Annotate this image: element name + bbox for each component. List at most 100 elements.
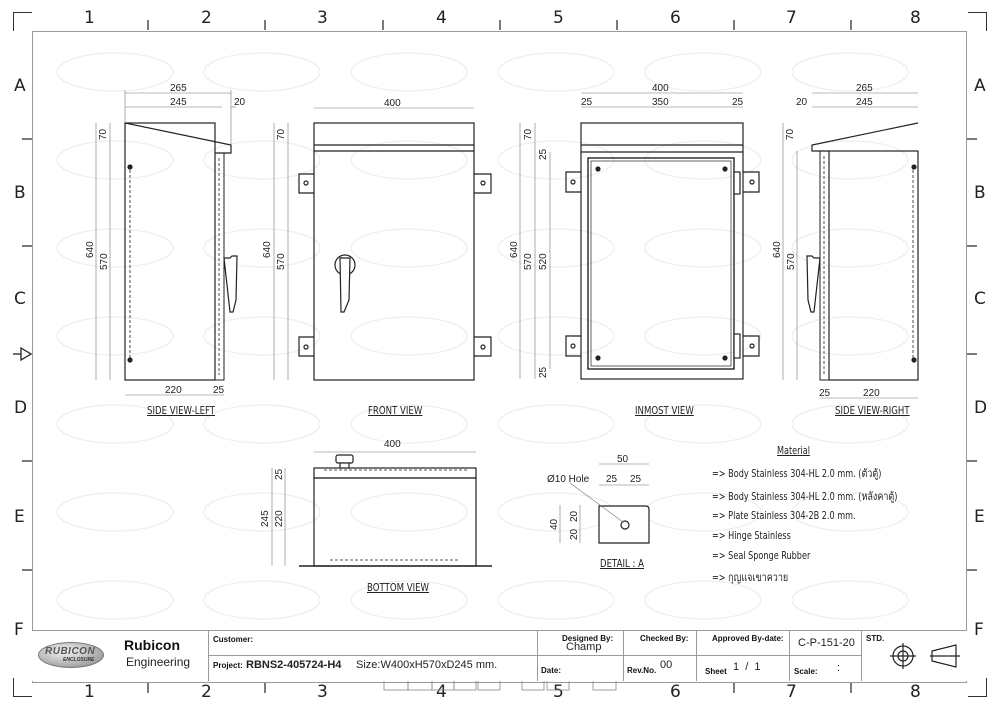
zone-col-3-bottom: 3 [317,682,328,702]
sheet-value: 1 / 1 [733,661,761,673]
project-cell: Customer: Project: RBNS2-405724-H4 Size:… [208,631,538,681]
customer-label: Customer: [213,635,254,644]
dimension-lines [95,90,918,566]
svg-text:570: 570 [523,253,534,270]
logo-brand-text: RUBICON [45,646,96,657]
project-size: Size:W400xH570xD245 mm. [356,659,498,671]
material-item: => Hinge Stainless [712,529,791,542]
company-name: Rubicon [124,637,180,653]
rev-label: Rev.No. [627,666,657,675]
zone-row-b: B [14,183,26,203]
date-label: Date: [541,666,562,675]
rubicon-logo: RUBICON ENCLOSURE [38,642,104,668]
zone-col-8: 8 [910,8,921,28]
approved-cell: Approved By-date: Sheet 1 / 1 [697,631,790,681]
project-code: RBNS2-405724-H4 [246,659,342,671]
zone-col-2: 2 [201,8,212,28]
zone-col-3: 3 [317,8,328,28]
svg-text:20: 20 [234,97,246,108]
detail-a-label: DETAIL : A [600,557,645,570]
zone-col-2-bottom: 2 [201,682,212,702]
checked-by-label: Checked By: [640,634,689,643]
zone-col-7-bottom: 7 [786,682,797,702]
svg-text:40: 40 [549,518,560,530]
svg-text:220: 220 [165,385,182,396]
zone-col-5-bottom: 5 [553,682,564,702]
material-item: => Plate Stainless 304-2B 2.0 mm. [712,509,856,522]
sheet-label: Sheet [705,667,727,676]
designed-by-label: Designed By: [562,634,614,643]
corner-mark-top-left [13,12,32,31]
zone-col-6: 6 [670,8,681,28]
zone-col-6-bottom: 6 [670,682,681,702]
svg-text:25: 25 [606,474,618,485]
svg-text:220: 220 [863,388,880,399]
side-view-right-geometry [806,122,919,381]
svg-text:25: 25 [538,148,549,160]
svg-text:70: 70 [276,128,287,140]
corner-mark-bottom-right [968,678,987,697]
scale-value: : [837,662,841,674]
drawing-number-cell: C-P-151-20 Scale: : [790,631,862,681]
svg-text:640: 640 [85,241,96,258]
svg-text:400: 400 [652,83,669,94]
svg-text:70: 70 [523,128,534,140]
inmost-view-label: INMOST VIEW [635,404,694,417]
svg-text:50: 50 [617,454,629,465]
side-view-left-geometry [124,122,238,381]
zone-row-e-right: E [974,507,985,527]
svg-text:640: 640 [772,241,783,258]
zone-col-4-bottom: 4 [436,682,447,702]
material-item: => กุญแจเขาควาย [712,571,789,584]
svg-text:Ø10 Hole: Ø10 Hole [547,474,590,485]
svg-text:400: 400 [384,439,401,450]
zone-ticks [22,20,977,693]
company-cell: RUBICON ENCLOSURE Rubicon Engineering [32,631,208,681]
svg-text:640: 640 [262,241,273,258]
material-item: => Seal Sponge Rubber [712,549,811,562]
zone-row-e: E [14,507,25,527]
zone-row-b-right: B [974,183,986,203]
svg-text:520: 520 [538,253,549,270]
designed-by-value: Champ [566,641,602,653]
std-label: STD. [866,634,885,643]
designed-cell: Designed By: Champ Date: [538,631,624,681]
svg-text:70: 70 [98,128,109,140]
drawing-frame [32,31,967,683]
scale-label: Scale: [794,667,818,676]
svg-text:25: 25 [581,97,593,108]
zone-row-c: C [14,289,26,309]
svg-text:245: 245 [856,97,873,108]
svg-text:265: 265 [856,83,873,94]
project-label: Project: [213,661,243,670]
zone-col-7: 7 [786,8,797,28]
zone-row-c-right: C [974,289,986,309]
logo-sub-text: ENCLOSURE [63,657,95,663]
svg-text:570: 570 [786,253,797,270]
projection-cone-icon [930,644,960,668]
zone-col-1-bottom: 1 [84,682,95,702]
svg-text:570: 570 [99,253,110,270]
corner-mark-top-right [968,12,987,31]
projection-target-icon [890,643,916,669]
drawing-number: C-P-151-20 [798,637,855,649]
bottom-view-geometry [299,454,492,567]
bottom-view-label: BOTTOM VIEW [367,581,430,594]
svg-text:20: 20 [796,97,808,108]
svg-text:350: 350 [652,97,669,108]
zone-row-f: F [14,620,24,640]
svg-text:265: 265 [170,83,187,94]
zone-col-1: 1 [84,8,95,28]
zone-row-a: A [14,76,26,96]
svg-text:25: 25 [213,385,225,396]
svg-text:20: 20 [569,510,580,522]
title-block: RUBICON ENCLOSURE Rubicon Engineering Cu… [32,630,967,681]
side-view-right-label: SIDE VIEW-RIGHT [835,404,910,417]
bottom-strip-boxes [383,679,617,691]
zone-row-d: D [14,398,28,418]
centering-arrow-icon [13,346,33,362]
material-item: => Body Stainless 304-HL 2.0 mm. (หลังคา… [712,490,898,503]
std-cell: STD. [862,631,967,681]
material-item: => Body Stainless 304-HL 2.0 mm. (ตัวตู้… [712,467,882,480]
